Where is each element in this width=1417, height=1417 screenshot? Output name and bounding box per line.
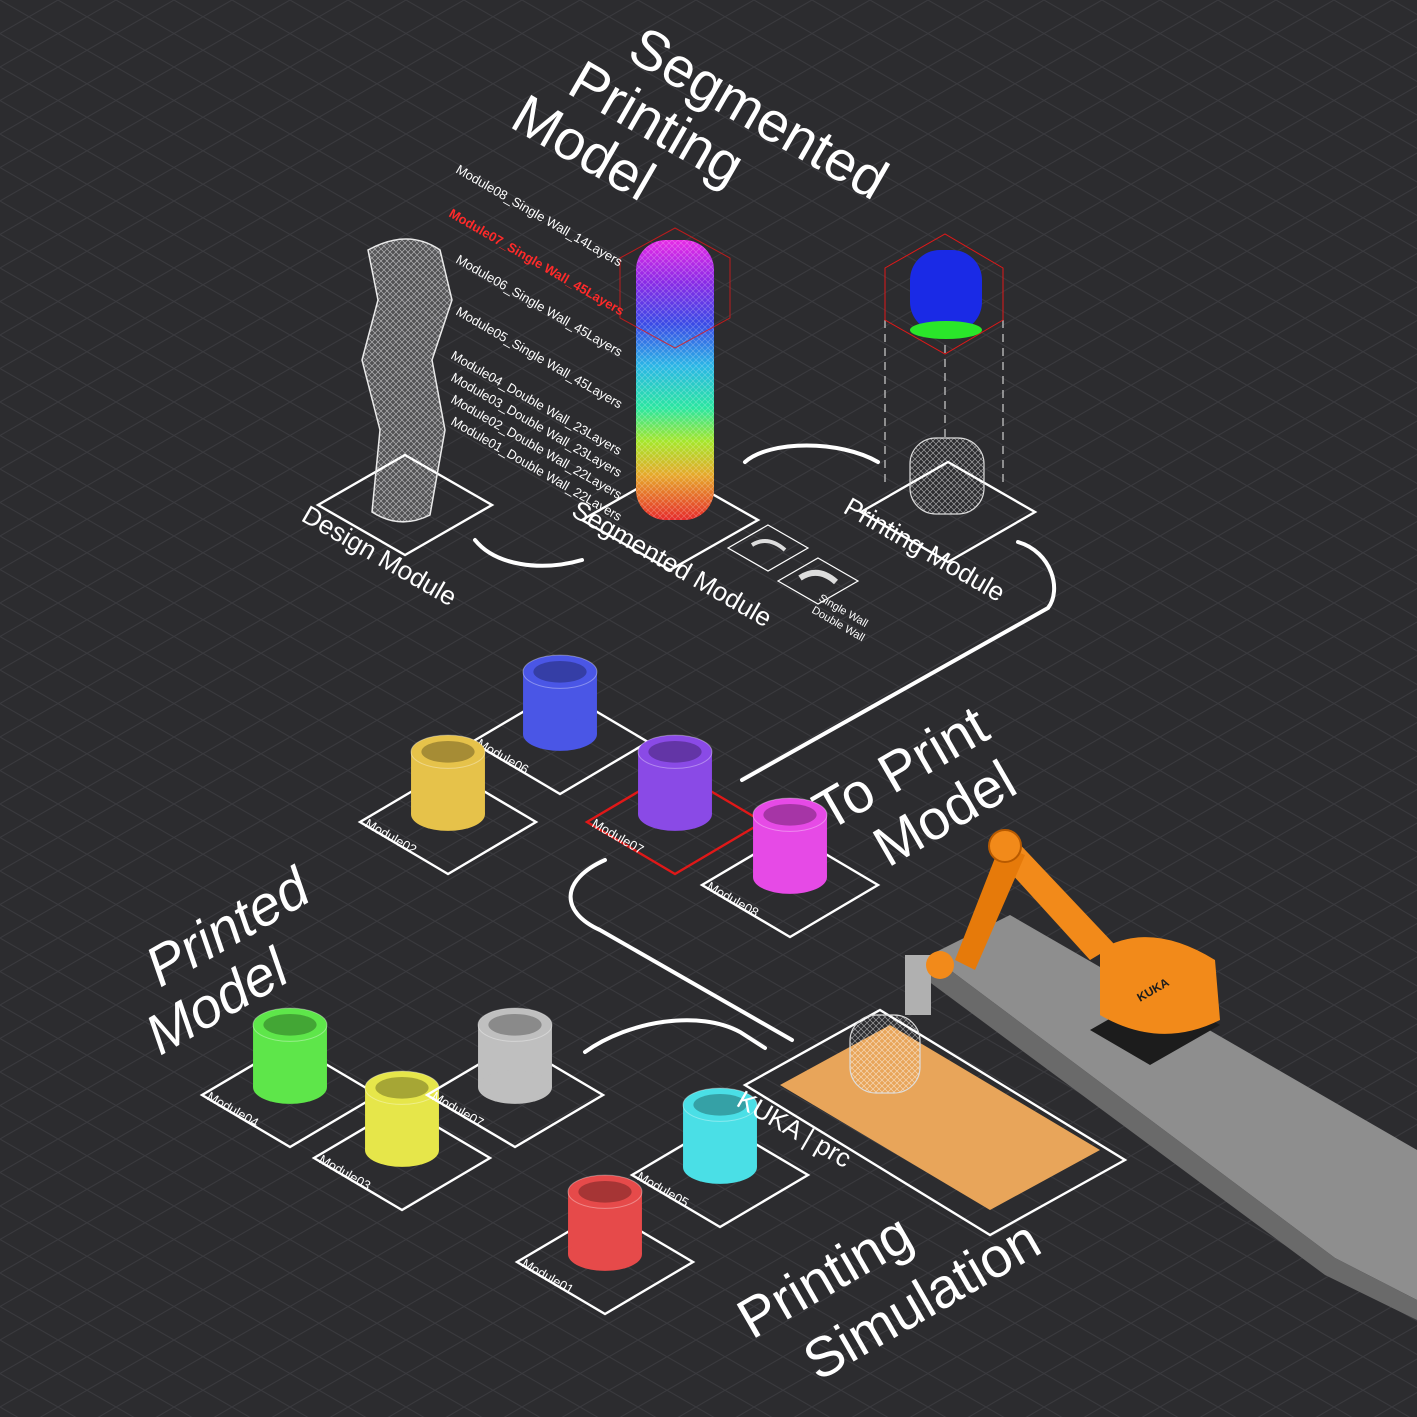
printing-module-segment xyxy=(910,250,982,332)
segmented-highlight-box xyxy=(619,227,731,349)
robot-joint-elbow xyxy=(988,829,1022,863)
module-tile-outline xyxy=(424,1041,606,1149)
module-tile-outline xyxy=(311,1104,493,1212)
module-top xyxy=(567,1174,643,1209)
module-opening xyxy=(648,740,702,763)
design-module-tower-fill xyxy=(362,239,452,522)
connector-printing-to-toprint xyxy=(740,540,1057,782)
printing-module-tile xyxy=(858,460,1038,564)
module-top xyxy=(252,1007,328,1042)
printing-simulation: KUKA KUKA | prc xyxy=(732,829,1417,1320)
printing-module-printed-ring xyxy=(909,437,985,515)
design-module-tile xyxy=(315,453,495,557)
module-tile-outline xyxy=(584,768,766,876)
module-top xyxy=(752,797,828,832)
module-tile-outline xyxy=(514,1208,696,1316)
robot-rail xyxy=(930,915,1417,1300)
module-opening xyxy=(375,1076,429,1099)
segmented-module-tower-mesh xyxy=(636,240,714,520)
module-base xyxy=(478,1070,552,1104)
module-opening xyxy=(421,740,475,763)
module-base xyxy=(411,797,485,831)
robot-rail-side xyxy=(920,955,1417,1320)
design-module-tower xyxy=(361,238,453,523)
module-tile-outline xyxy=(699,831,881,939)
module-tile[interactable]: Module06 xyxy=(469,654,651,796)
printing-highlight-box xyxy=(884,233,1004,355)
module-base xyxy=(568,1237,642,1271)
single-wall-inset xyxy=(726,524,810,572)
double-wall-shape-icon xyxy=(798,569,838,585)
connector-printed-to-simulation xyxy=(583,1018,767,1054)
module-tile-outline xyxy=(357,768,539,876)
module-base xyxy=(638,797,712,831)
single-wall-shape-icon xyxy=(750,539,787,552)
module-opening xyxy=(763,803,817,826)
printing-object xyxy=(849,1014,921,1094)
module-opening xyxy=(533,660,587,683)
module-top xyxy=(637,734,713,769)
module-base xyxy=(523,717,597,751)
robot-body xyxy=(1100,937,1220,1034)
module-base xyxy=(253,1070,327,1104)
module-top xyxy=(682,1087,758,1122)
module-base xyxy=(365,1133,439,1167)
robot-joint-wrist xyxy=(926,951,954,979)
flow-connectors xyxy=(473,443,1057,1054)
printing-module-base-layer xyxy=(910,321,982,339)
module-opening xyxy=(488,1013,542,1036)
module-opening xyxy=(578,1180,632,1203)
connector-design-to-segmented xyxy=(473,538,584,568)
module-tile-outline xyxy=(199,1041,381,1149)
module-opening xyxy=(693,1093,747,1116)
module-tile-outline xyxy=(629,1121,811,1229)
robot-arm-upper xyxy=(990,836,1115,960)
module-base xyxy=(753,860,827,894)
module-opening xyxy=(263,1013,317,1036)
connector-toprint-to-simulation xyxy=(568,858,794,1042)
module-top xyxy=(522,654,598,689)
robot-arm-lower xyxy=(955,845,1025,970)
double-wall-inset xyxy=(776,557,860,605)
segmented-module-tile xyxy=(579,468,761,572)
simulation-frame xyxy=(742,1008,1128,1237)
module-tile-outline xyxy=(469,688,651,796)
module-top xyxy=(410,734,486,769)
module-base xyxy=(683,1150,757,1184)
module-top xyxy=(477,1007,553,1042)
connector-segmented-to-printing xyxy=(743,443,880,464)
